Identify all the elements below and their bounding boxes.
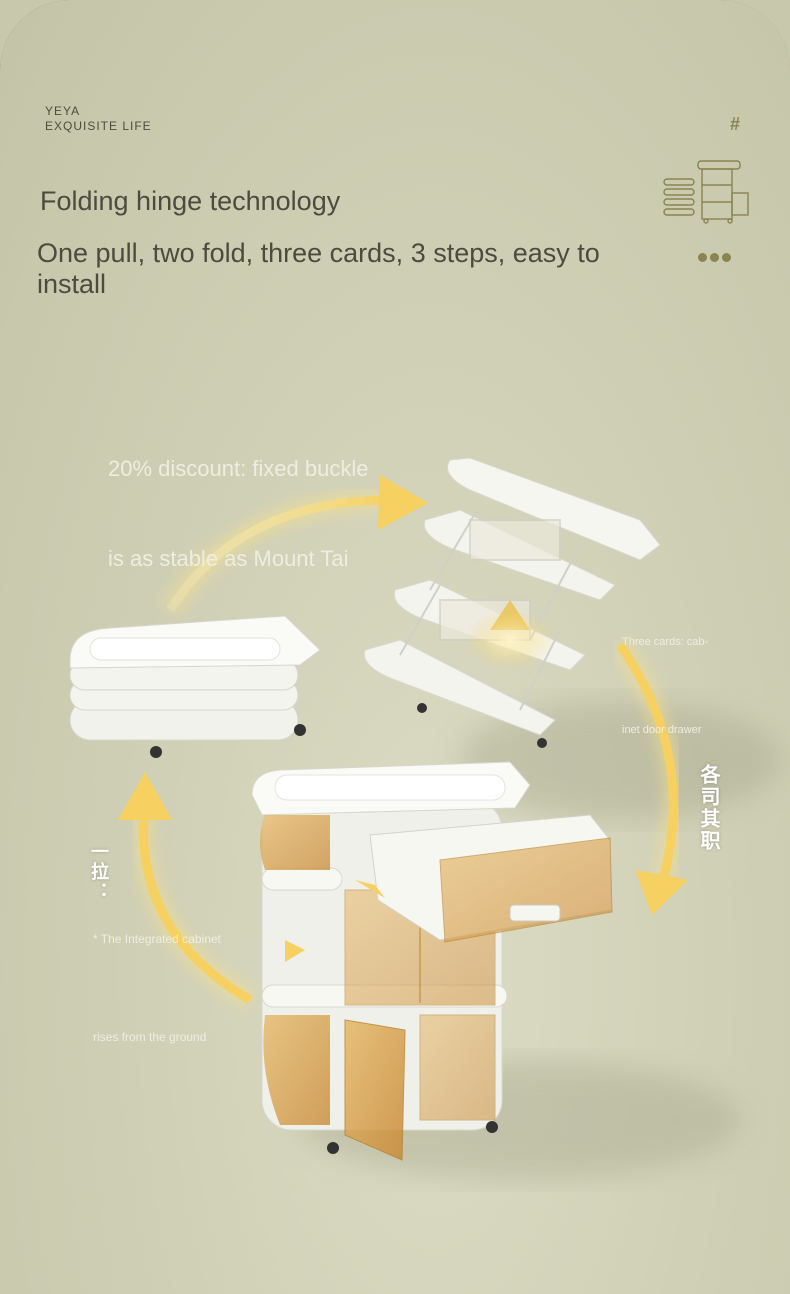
brand-name: YEYA (45, 104, 81, 118)
curved-arrow-icon (118, 772, 256, 1010)
caption-right-line1: Three cards: cab- (622, 636, 709, 648)
brand-tagline: EXQUISITE LIFE (45, 119, 152, 133)
unfolding-cart (363, 457, 661, 748)
caption-top-line1: 20% discount: fixed buckle (108, 456, 369, 481)
caption-right-vertical: 各司其职 (697, 764, 719, 852)
caption-right-line2: inet door drawer (622, 724, 702, 736)
curved-arrow-icon (610, 638, 688, 915)
page-subtitle: One pull, two fold, three cards, 3 steps… (37, 238, 600, 299)
caption-left-vertical: 一拉： (89, 842, 109, 902)
hash-symbol: # (730, 114, 741, 134)
caption-left-line1: * The Integrated cabinet (93, 932, 221, 946)
page-title: Folding hinge technology (40, 186, 341, 216)
dots-decoration (698, 249, 734, 267)
cabinet-mini-icon (663, 160, 749, 224)
assembled-cabinet (251, 761, 613, 1161)
caption-left-line2: rises from the ground (93, 1030, 207, 1044)
brand-logo: YEYA EXQUISITE LIFE (45, 104, 152, 134)
folded-cart (69, 615, 321, 758)
curved-arrow-icon (160, 475, 428, 616)
caption-top-line2: is as stable as Mount Tai (108, 546, 349, 571)
